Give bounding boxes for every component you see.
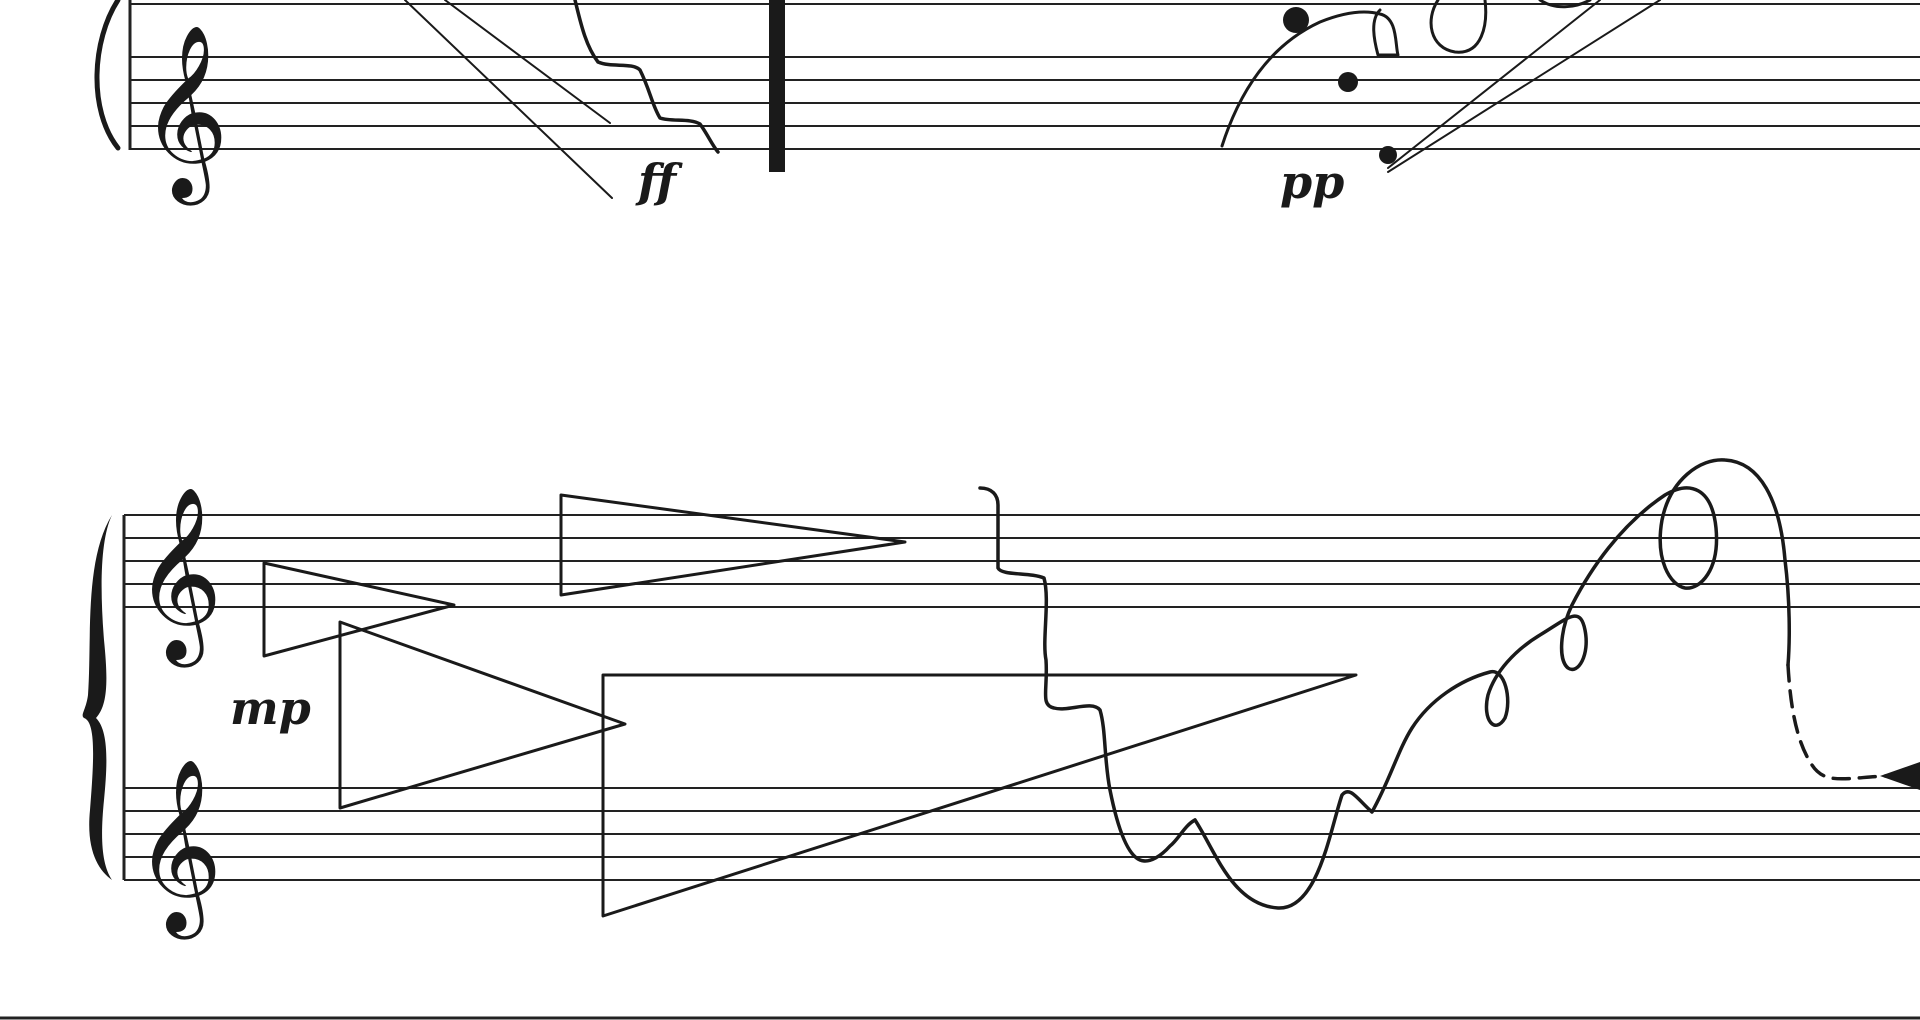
top-diagonal-line-a (404, 0, 613, 199)
top-note-dot-2 (1338, 72, 1358, 92)
top-small-loop (1538, 0, 1592, 9)
bottom-system: 𝄞 𝄞 mp (82, 458, 1920, 940)
top-note-dot-1 (1283, 7, 1309, 33)
bottom-jagged-line (978, 486, 1197, 863)
top-jagged-line (573, 0, 720, 154)
bottom-dashed-tail (1786, 663, 1894, 781)
wedge-upper (559, 493, 907, 597)
bottom-lower-staff (124, 787, 1920, 881)
top-treble-staff (130, 56, 1920, 150)
top-diagonal-line-b (444, 0, 611, 124)
top-arc-curve (1220, 8, 1400, 148)
arrowhead-icon (1880, 762, 1920, 790)
bottom-lower-treble-clef-icon: 𝄞 (134, 758, 223, 940)
top-system: 𝄞 ff pp (94, 0, 1920, 209)
bottom-brace (82, 515, 112, 880)
top-treble-clef-icon: 𝄞 (140, 24, 229, 206)
top-thick-barline (769, 0, 785, 172)
wedge-middle (338, 620, 627, 810)
top-dynamic-pp: pp (1280, 155, 1344, 209)
top-note-dot-3 (1379, 146, 1397, 164)
bottom-upper-staff (124, 514, 1920, 608)
bottom-wavy-loop-line (1193, 458, 1791, 910)
top-brace (94, 0, 121, 151)
wedge-small (262, 561, 456, 658)
top-dynamic-ff: ff (635, 154, 683, 208)
wedge-large (601, 673, 1358, 918)
bottom-dynamic-mp: mp (230, 681, 311, 735)
top-fan-line-b (1387, 0, 1661, 173)
top-fan-line-a (1387, 0, 1601, 169)
bottom-upper-treble-clef-icon: 𝄞 (134, 486, 223, 668)
top-loop-curve (1429, 0, 1488, 54)
